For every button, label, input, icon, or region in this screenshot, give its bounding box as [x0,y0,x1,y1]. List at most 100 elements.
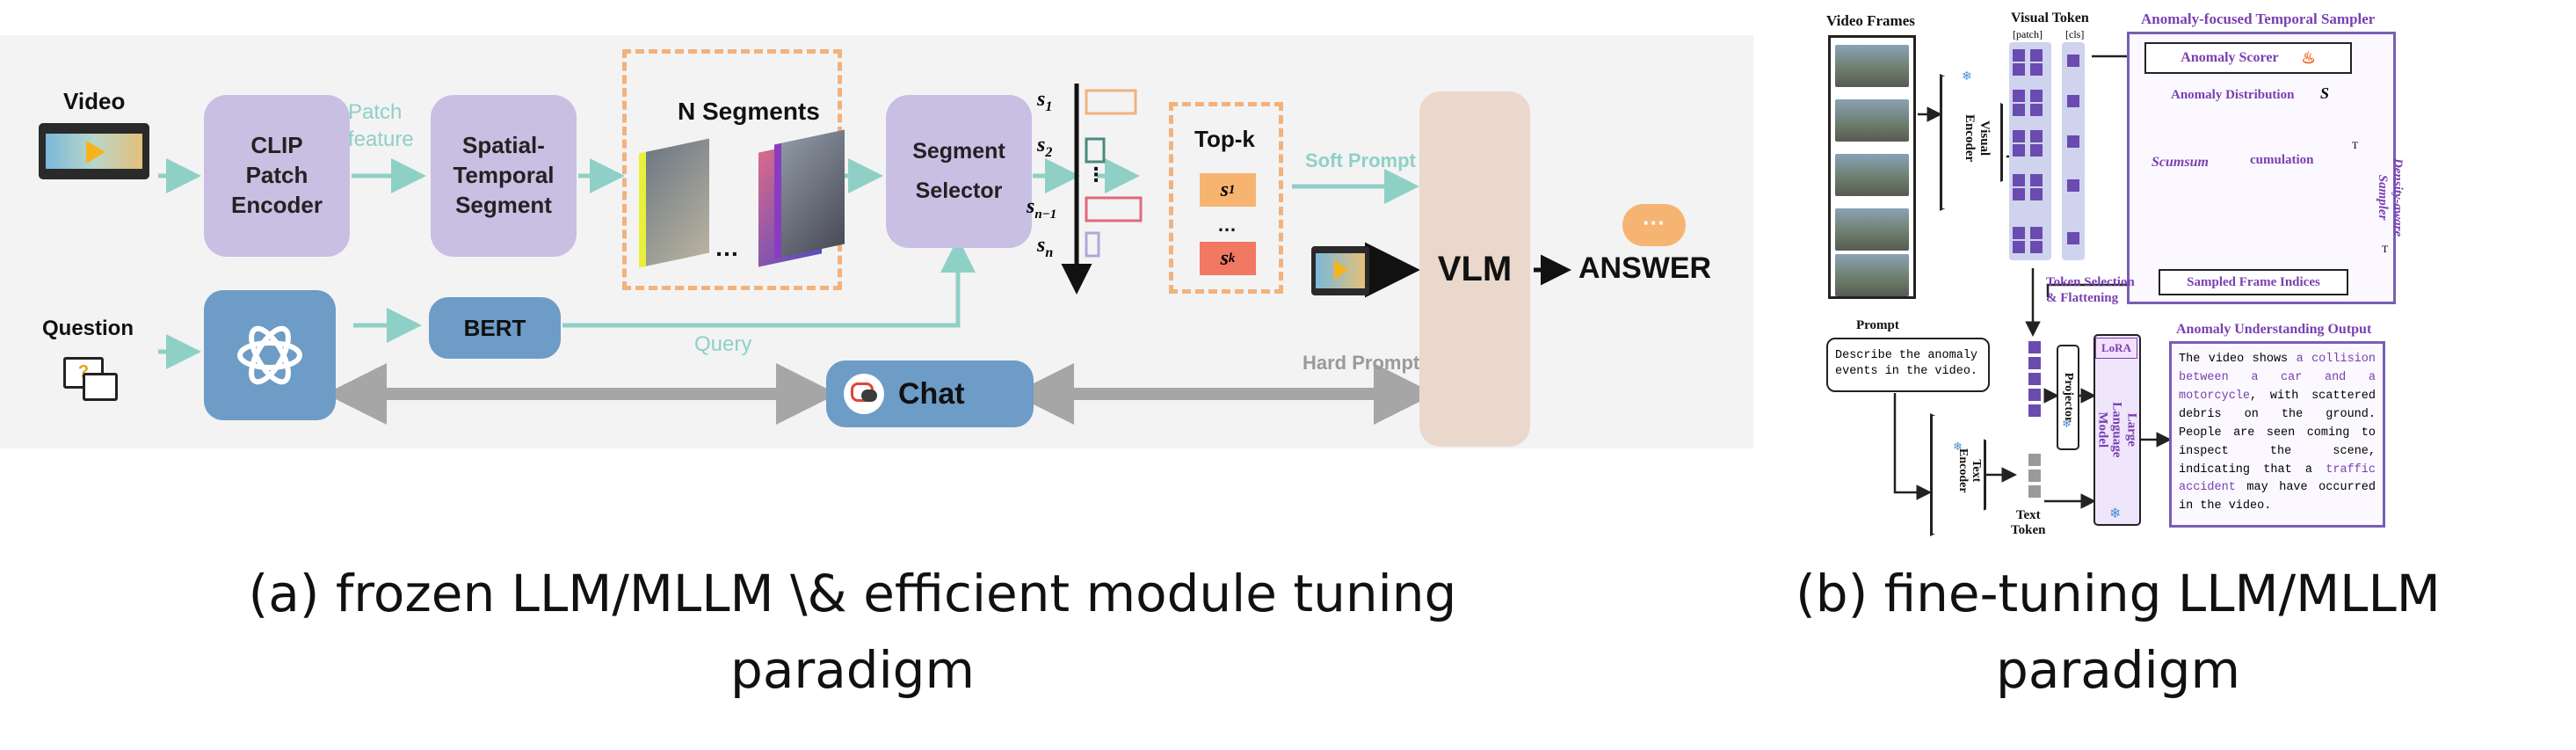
top-k-title: Top-k [1194,126,1255,152]
patch-token [2013,49,2025,62]
question-icon: ? [63,357,118,401]
snowflake-icon-text-encoder: ❄ [1953,440,1963,453]
patch-token [2030,104,2043,116]
segment-card-3 [774,129,845,259]
text-token [2028,485,2041,498]
frame-1 [1835,45,1909,87]
lora-badge: LoRA [2095,338,2137,359]
patch-token [2013,144,2025,157]
cls-token [2067,232,2079,244]
prompt-label: Prompt [1856,318,1899,332]
cls-token-column [2062,42,2085,260]
answer-label: ANSWER [1578,251,1712,285]
t-label-1: T [2352,139,2359,151]
patch-tag: [patch] [2013,28,2043,40]
distribution-symbol: S [2320,84,2330,102]
visual-token [2028,373,2041,385]
speech-bubble-dots: ··· [1643,209,1665,236]
patch-token [2030,90,2043,102]
output-part-1: The video shows [2179,353,2297,366]
query-label: Query [694,332,752,356]
frame-4 [1835,208,1909,251]
text-token [2028,470,2041,482]
text-encoder-label: Text Encoder [1956,448,1983,493]
text-token-label: Text Token [2011,508,2046,538]
visual-token [2028,404,2041,417]
bert-block: BERT [429,297,561,359]
llm-knot-icon [237,325,302,385]
n-segments-box: N Segments … [622,49,845,290]
video-icon [39,123,149,179]
score-label-n-1: sn−1 [1027,195,1057,222]
clip-patch-encoder: CLIP Patch Encoder [204,95,350,257]
visual-token [2028,389,2041,401]
patch-token [2013,104,2025,116]
question-label: Question [42,317,134,340]
output-part-5: may have occurred in the video. [2179,481,2376,513]
visual-token [2028,341,2041,353]
prompt-box: Describe the anomaly events in the video… [1826,338,1990,392]
score-label-1: s1 [1037,88,1053,114]
snowflake-icon-llm: ❄ [2109,506,2122,521]
caption-a: (a) frozen LLM/MLLM \& efficient module … [248,564,1457,700]
frame-3 [1835,154,1909,196]
patch-token [2013,188,2025,200]
patch-token [2030,144,2043,157]
anomaly-scorer-label: Anomaly Scorer [2181,50,2279,65]
scumsum-label: Scumsum [2152,155,2209,170]
cls-token [2067,55,2079,67]
cls-token [2067,135,2079,148]
output-box: The video shows a collision between a ca… [2169,341,2385,528]
segment-card-1 [639,138,709,268]
text-token [2028,454,2041,466]
patch-token [2013,241,2025,253]
cumulation-label: cumulation [2250,153,2314,167]
patch-token [2030,174,2043,186]
token-selection-label: Token Selection & Flattening [2046,275,2135,305]
patch-token [2013,90,2025,102]
speech-bubble-icon: ··· [1622,204,1686,246]
patch-token [2013,227,2025,239]
top-k-ellipsis: … [1217,214,1237,236]
output-part-3: , with scattered debris on the ground. P… [2179,389,2376,477]
patch-token [2013,174,2025,186]
visual-token [2028,357,2041,369]
patch-token [2030,49,2043,62]
sampled-frame-indices: Sampled Frame Indices [2159,269,2348,295]
patch-token [2030,227,2043,239]
segment-selector: Segment Selector [886,95,1032,248]
projector: Projector [2057,345,2079,450]
cls-token [2067,95,2079,107]
score-label-2: s2 [1037,134,1053,160]
score-dots: ⋮ [1086,164,1106,186]
patch-token [2030,130,2043,142]
video-frames-label: Video Frames [1826,12,1915,29]
cls-token [2067,179,2079,192]
patch-token [2013,130,2025,142]
video-label: Video [63,88,126,114]
chat-bubble-icon [844,374,884,414]
patch-token [2030,63,2043,76]
anomaly-scorer: Anomaly Scorer ♨ [2144,42,2352,74]
output-highlight-collision: a collision between a car and a motorcyc… [2179,353,2376,403]
llm-knot-block [204,290,336,420]
output-title: Anomaly Understanding Output [2176,322,2372,337]
patch-token [2030,241,2043,253]
patch-token [2013,63,2025,76]
sampler-panel [2127,32,2396,304]
hard-prompt-label: Hard Prompt [1303,352,1420,374]
n-segments-title: N Segments [678,98,820,125]
chat-block: Chat [826,360,1034,427]
video-frames-strip [1828,35,1916,299]
t-label-2: T [2382,243,2389,255]
chat-label: Chat [898,376,965,411]
snowflake-icon-projector: ❄ [2062,417,2072,430]
frame-2 [1835,99,1909,142]
clip-video-icon [1311,246,1369,295]
large-language-model: Large Language Model [2093,334,2141,526]
visual-token-label: Visual Token [2011,11,2089,25]
llm-label: Large Language Model [2095,402,2139,458]
